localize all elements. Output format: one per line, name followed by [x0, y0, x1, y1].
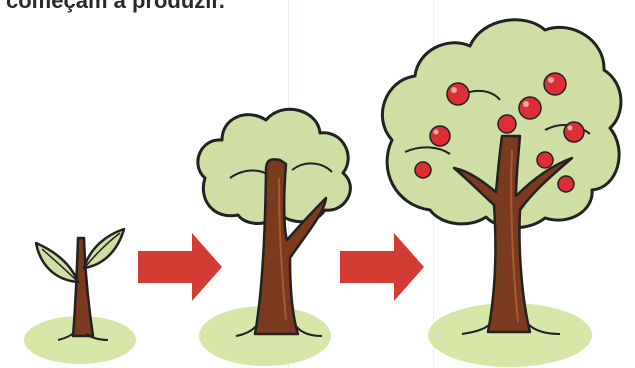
fruit	[543, 72, 567, 96]
young-tree-ground	[199, 306, 331, 366]
seedling-right-leaf-vein	[85, 232, 121, 267]
fruit	[518, 96, 542, 120]
fruit	[497, 114, 517, 134]
seedling-illustration	[24, 227, 136, 364]
fruit	[536, 151, 554, 169]
fruiting-tree-roots	[461, 323, 561, 335]
seedling-stem	[71, 236, 95, 338]
seedling-ground	[24, 316, 136, 364]
fruit	[557, 175, 575, 193]
seedling-left-leaf-vein	[41, 248, 77, 281]
fruit	[429, 125, 451, 147]
young-tree-trunk	[253, 158, 328, 336]
fruit	[414, 161, 432, 179]
seedling-roots	[57, 331, 109, 341]
fruit-group	[414, 72, 585, 193]
fruit	[563, 121, 585, 143]
young-tree-trunk-highlight	[278, 177, 287, 321]
young-tree-illustration	[196, 107, 352, 366]
arrow-2	[340, 233, 424, 301]
young-tree-roots	[235, 325, 323, 337]
fruit	[446, 82, 470, 106]
fruit-highlights	[433, 77, 573, 135]
fruiting-tree-illustration	[381, 18, 623, 367]
seedling-right-leaf	[82, 227, 126, 270]
fruiting-tree-trunk-highlight	[510, 149, 519, 323]
arrow-1	[138, 233, 222, 301]
fruiting-tree-ground	[428, 303, 592, 367]
caption-text: começam a produzir.	[6, 0, 225, 13]
